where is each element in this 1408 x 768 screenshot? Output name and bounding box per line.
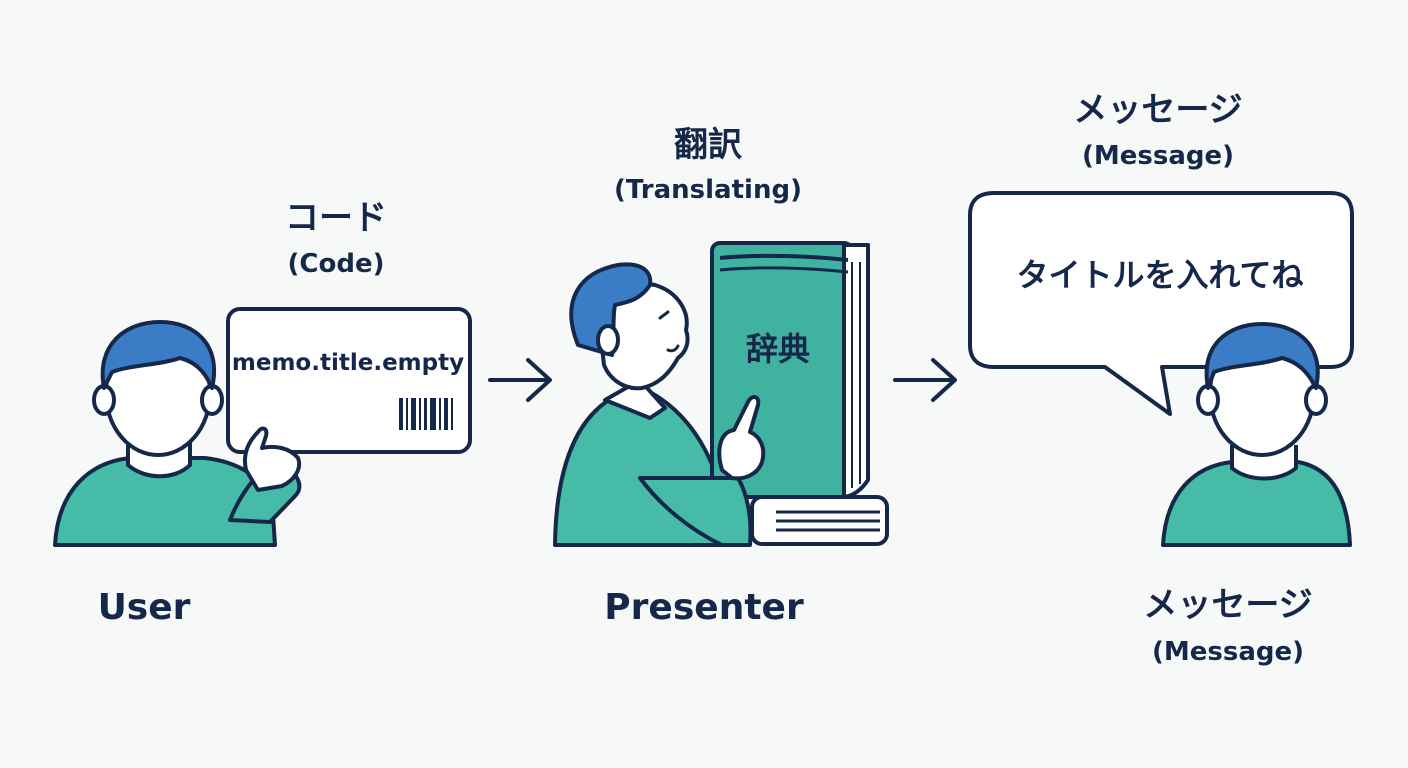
user-label: User (97, 587, 191, 628)
user-ear-right (200, 384, 224, 416)
translating-label-en: (Translating) (614, 175, 802, 205)
user-hand (243, 426, 302, 492)
presenter-ear (596, 324, 620, 356)
user-figure (53, 320, 302, 547)
code-label-jp: コード (285, 198, 387, 238)
translating-label-jp: 翻訳 (674, 125, 742, 165)
presenter-arm (638, 476, 753, 547)
book-title-text: 辞典 (746, 330, 810, 368)
message-person-label-jp: メッセージ (1143, 585, 1313, 625)
presenter-label: Presenter (604, 587, 804, 628)
message-person-label-en: (Message) (1151, 637, 1304, 667)
arrow-right-icon (893, 358, 957, 402)
speech-bubble-text: タイトルを入れてね (1016, 256, 1303, 294)
presenter-hair (569, 262, 653, 357)
code-card-frame (226, 307, 472, 454)
message-person-figure (1161, 322, 1352, 547)
message-person-ear-left (1196, 384, 1220, 416)
presenter-hand (717, 395, 766, 481)
message-label-en: (Message) (1081, 141, 1234, 171)
message-person-ear-right (1304, 384, 1328, 416)
message-label-jp: メッセージ (1073, 90, 1243, 130)
user-hair (100, 320, 216, 390)
user-ear-left (92, 384, 116, 416)
closed-book-icon (750, 495, 889, 546)
message-person-hair (1204, 322, 1320, 390)
presenter-mouth (666, 344, 680, 353)
code-card-text: memo.title.empty (232, 350, 464, 376)
arrow-right-icon (488, 358, 552, 402)
presenter-eye (658, 310, 670, 320)
barcode-icon (399, 398, 453, 430)
presenter-figure: 辞典 (553, 241, 889, 547)
code-label-en: (Code) (287, 249, 385, 279)
code-card: memo.title.empty (226, 307, 472, 454)
